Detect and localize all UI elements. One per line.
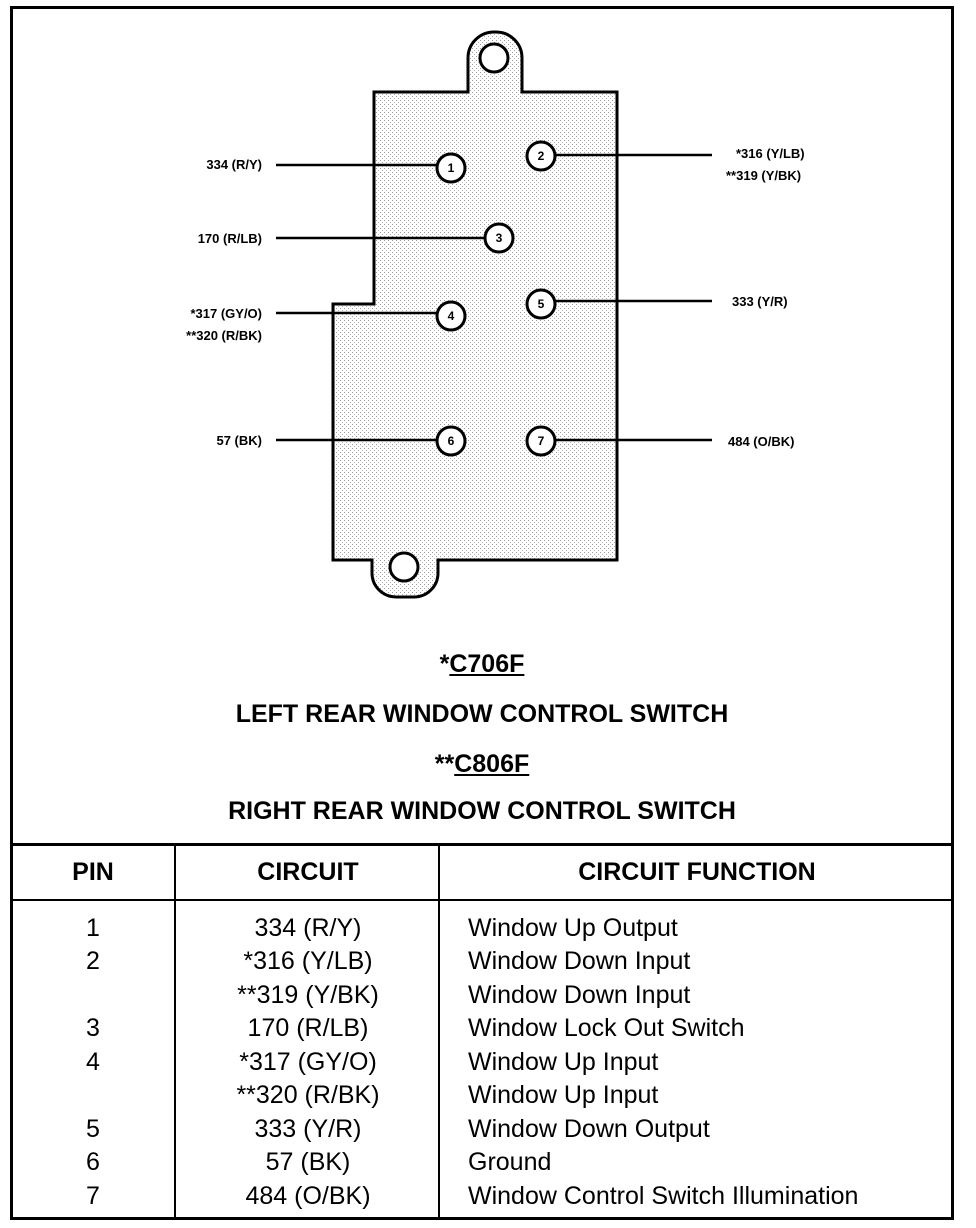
connector-code-c806f: **C806F — [434, 750, 530, 778]
svg-text:6: 6 — [448, 434, 455, 448]
svg-text:3: 3 — [496, 231, 503, 245]
column-divider — [174, 846, 176, 1220]
svg-text:7: 7 — [538, 434, 545, 448]
wire-label-pin-7: 484 (O/BK) — [728, 434, 794, 449]
wire-label-pin-5: 333 (Y/R) — [732, 294, 788, 309]
connector-diagram: 1 2 3 4 5 6 7 334 (R/Y) *316 (Y/LB) **31… — [186, 30, 805, 599]
wire-label-pin-3: 170 (R/LB) — [198, 231, 262, 246]
svg-text:5: 5 — [538, 297, 545, 311]
svg-text:4: 4 — [448, 309, 455, 323]
pin-3: 3 — [483, 222, 515, 254]
svg-text:2: 2 — [538, 149, 545, 163]
wire-label-pin-4b: **320 (R/BK) — [186, 328, 262, 343]
pin-1: 1 — [435, 152, 467, 184]
pin-7: 7 — [525, 425, 557, 457]
header-circuit: CIRCUIT — [257, 858, 359, 886]
mounting-hole-bottom — [388, 551, 420, 583]
wire-label-pin-2b: **319 (Y/BK) — [726, 168, 801, 183]
pin-table: PIN CIRCUIT CIRCUIT FUNCTION 1 334 (R/Y)… — [10, 843, 954, 1220]
header-function: CIRCUIT FUNCTION — [578, 858, 816, 886]
pin-2: 2 — [525, 140, 557, 172]
connector-housing — [331, 30, 619, 599]
header-divider — [10, 899, 954, 901]
mounting-hole-top — [478, 42, 510, 74]
pin-5: 5 — [525, 288, 557, 320]
diagram-frame — [10, 6, 954, 1220]
pin-4: 4 — [435, 300, 467, 332]
connector-code-c706f: *C706F — [439, 650, 525, 678]
svg-text:1: 1 — [448, 161, 455, 175]
wire-label-pin-2a: *316 (Y/LB) — [736, 146, 805, 161]
left-switch-title: LEFT REAR WINDOW CONTROL SWITCH — [235, 700, 729, 728]
header-pin: PIN — [72, 858, 114, 886]
wire-leads — [276, 153, 712, 442]
right-switch-title: RIGHT REAR WINDOW CONTROL SWITCH — [228, 797, 736, 825]
column-divider — [438, 846, 440, 1220]
wire-label-pin-4a: *317 (GY/O) — [190, 306, 262, 321]
wire-label-pin-6: 57 (BK) — [216, 433, 262, 448]
wire-label-pin-1: 334 (R/Y) — [206, 157, 262, 172]
pin-6: 6 — [435, 425, 467, 457]
